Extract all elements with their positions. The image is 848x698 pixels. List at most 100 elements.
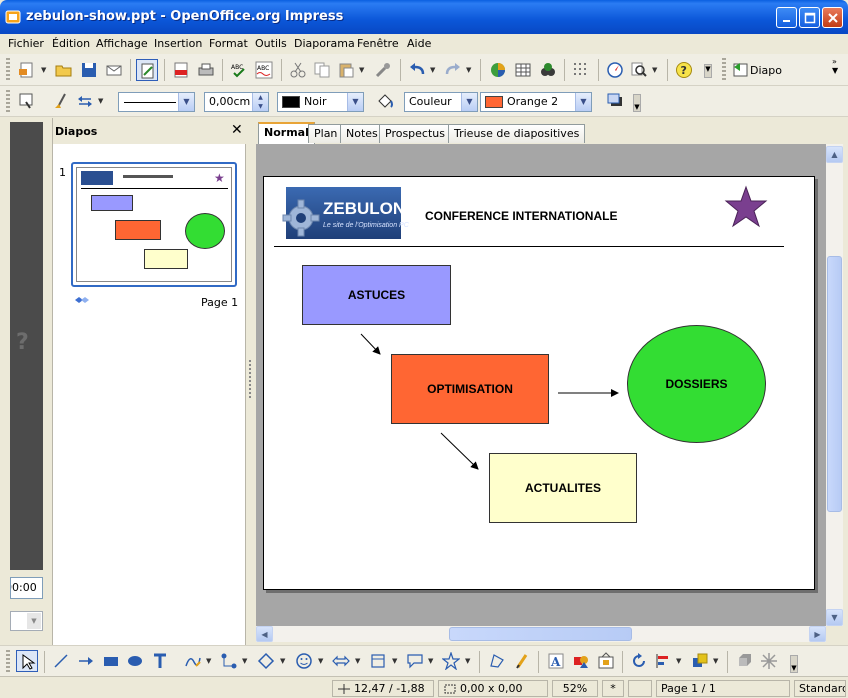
open-folder-icon[interactable] [53, 59, 75, 81]
redo-dropdown-arrow[interactable]: ▼ [466, 66, 472, 74]
chevron-down-icon[interactable]: ▼ [178, 93, 194, 111]
paste-dropdown-arrow[interactable]: ▼ [359, 66, 365, 74]
title-bar[interactable]: zebulon-show.ppt - OpenOffice.org Impres… [0, 0, 848, 34]
table-icon[interactable] [512, 59, 534, 81]
chevron-down-icon[interactable]: ▼ [27, 613, 41, 629]
line-style-select[interactable]: ▼ [118, 92, 195, 112]
insert-image-icon[interactable] [570, 650, 592, 672]
star-icon[interactable] [724, 185, 768, 229]
toolbar-overflow-arrow[interactable]: ▼ [790, 655, 798, 673]
fontwork-gallery-icon[interactable]: A [545, 650, 567, 672]
glue-points-icon[interactable] [511, 650, 533, 672]
toolbar-grip[interactable] [6, 650, 10, 674]
spin-icon[interactable]: ▲▼ [252, 93, 268, 111]
line-width-field[interactable]: 0,00cm ▲▼ [204, 92, 269, 112]
title-rule-line[interactable] [274, 246, 784, 247]
draw-line-icon[interactable] [50, 650, 72, 672]
zoom-dropdown-arrow[interactable]: ▼ [652, 66, 658, 74]
time-field[interactable]: 00:00 [10, 577, 43, 599]
zoom-icon[interactable] [628, 59, 650, 81]
close-window-button[interactable] [822, 7, 843, 28]
digital-signature[interactable] [628, 680, 652, 697]
flowchart-dropdown[interactable]: ▼ [392, 657, 398, 665]
arrow-optimisation-actualites[interactable] [440, 432, 479, 470]
toolbar-overflow-arrow[interactable]: ▼ [633, 94, 641, 112]
arrange-dropdown[interactable]: ▼ [713, 657, 719, 665]
text-tool-icon[interactable] [149, 650, 171, 672]
navigator-icon[interactable] [604, 59, 626, 81]
close-icon[interactable]: ✕ [231, 122, 243, 138]
toolbar-grip[interactable] [6, 58, 10, 82]
slide-thumbnail[interactable]: ★ [71, 162, 237, 287]
undo-icon[interactable] [406, 59, 428, 81]
shape-optimisation[interactable]: OPTIMISATION [391, 354, 549, 424]
gallery-icon[interactable] [595, 650, 617, 672]
toolbar-grip[interactable] [722, 58, 726, 82]
export-pdf-icon[interactable] [170, 59, 192, 81]
slide-transition-icon[interactable] [73, 295, 89, 308]
spellcheck-icon[interactable]: ABC [228, 59, 250, 81]
fontwork-icon[interactable] [537, 59, 559, 81]
basic-shapes-icon[interactable] [255, 650, 277, 672]
email-icon[interactable] [103, 59, 125, 81]
rotate-icon[interactable] [628, 650, 650, 672]
draw-rectangle-icon[interactable] [100, 650, 122, 672]
points-edit-icon[interactable] [486, 650, 508, 672]
slide-title[interactable]: CONFERENCE INTERNATIONALE [425, 209, 618, 223]
save-icon[interactable] [78, 59, 100, 81]
symbol-shapes-icon[interactable] [293, 650, 315, 672]
connector-dropdown-arrow[interactable]: ▼ [242, 657, 248, 665]
slide-canvas[interactable]: ZEBULON.fr Le site de l'Optimisation PC … [263, 176, 815, 590]
chart-icon[interactable] [487, 59, 509, 81]
shape-astuces[interactable]: ASTUCES [302, 265, 451, 325]
menu-insertion[interactable]: Insertion [154, 37, 203, 50]
minimize-button[interactable] [776, 7, 797, 28]
tab-normal[interactable]: Normal [258, 122, 315, 144]
print-icon[interactable] [195, 59, 217, 81]
menu-edition[interactable]: Édition [52, 37, 91, 50]
edit-file-icon[interactable] [136, 59, 158, 81]
diapo-button-label[interactable]: Diapo [750, 64, 782, 77]
curve-tool-icon[interactable] [182, 650, 204, 672]
undo-dropdown-arrow[interactable]: ▼ [430, 66, 436, 74]
copy-icon[interactable] [311, 59, 333, 81]
horizontal-scrollbar[interactable]: ◀ ▶ [256, 626, 826, 642]
menu-affichage[interactable]: Affichage [96, 37, 148, 50]
scroll-down-icon[interactable]: ▼ [826, 609, 843, 626]
toolbar-overflow-arrow[interactable]: ▼ [704, 64, 712, 78]
tab-notes[interactable]: Notes [340, 124, 384, 143]
small-combo[interactable]: ▼ [10, 611, 43, 631]
arrange-icon[interactable] [689, 650, 711, 672]
block-arrows-icon[interactable] [330, 650, 352, 672]
draw-ellipse-icon[interactable] [124, 650, 146, 672]
scroll-left-icon[interactable]: ◀ [256, 626, 273, 642]
block-arrows-dropdown[interactable]: ▼ [355, 657, 361, 665]
splitter-grip[interactable] [249, 360, 251, 400]
document-modified[interactable]: * [602, 680, 624, 697]
paste-icon[interactable] [335, 59, 357, 81]
fill-type-select[interactable]: Couleur ▼ [404, 92, 478, 112]
clone-format-icon[interactable] [372, 59, 394, 81]
chevron-down-icon[interactable]: ▼ [347, 93, 363, 111]
horizontal-scroll-thumb[interactable] [449, 627, 632, 641]
shape-actualites[interactable]: ACTUALITES [489, 453, 637, 523]
toolbar-chevron-icon[interactable]: »▼ [832, 57, 839, 75]
tab-plan[interactable]: Plan [308, 124, 344, 143]
basic-shapes-dropdown[interactable]: ▼ [280, 657, 286, 665]
area-fill-icon[interactable] [374, 90, 396, 112]
callouts-dropdown[interactable]: ▼ [428, 657, 434, 665]
callouts-icon[interactable] [404, 650, 426, 672]
new-dropdown-arrow[interactable]: ▼ [41, 66, 47, 74]
redo-icon[interactable] [442, 59, 464, 81]
flowchart-icon[interactable] [367, 650, 389, 672]
extrusion-icon[interactable] [734, 650, 756, 672]
chevron-down-icon[interactable]: ▼ [575, 93, 591, 111]
tab-trieuse[interactable]: Trieuse de diapositives [448, 124, 586, 143]
help-icon[interactable]: ? [673, 59, 695, 81]
zoom-level[interactable]: 52% [552, 680, 598, 697]
stars-icon[interactable] [440, 650, 462, 672]
menu-aide[interactable]: Aide [407, 37, 432, 50]
menu-fichier[interactable]: Fichier [8, 37, 44, 50]
draw-arrow-icon[interactable] [75, 650, 97, 672]
arrow-style-dropdown[interactable]: ▼ [98, 97, 104, 105]
